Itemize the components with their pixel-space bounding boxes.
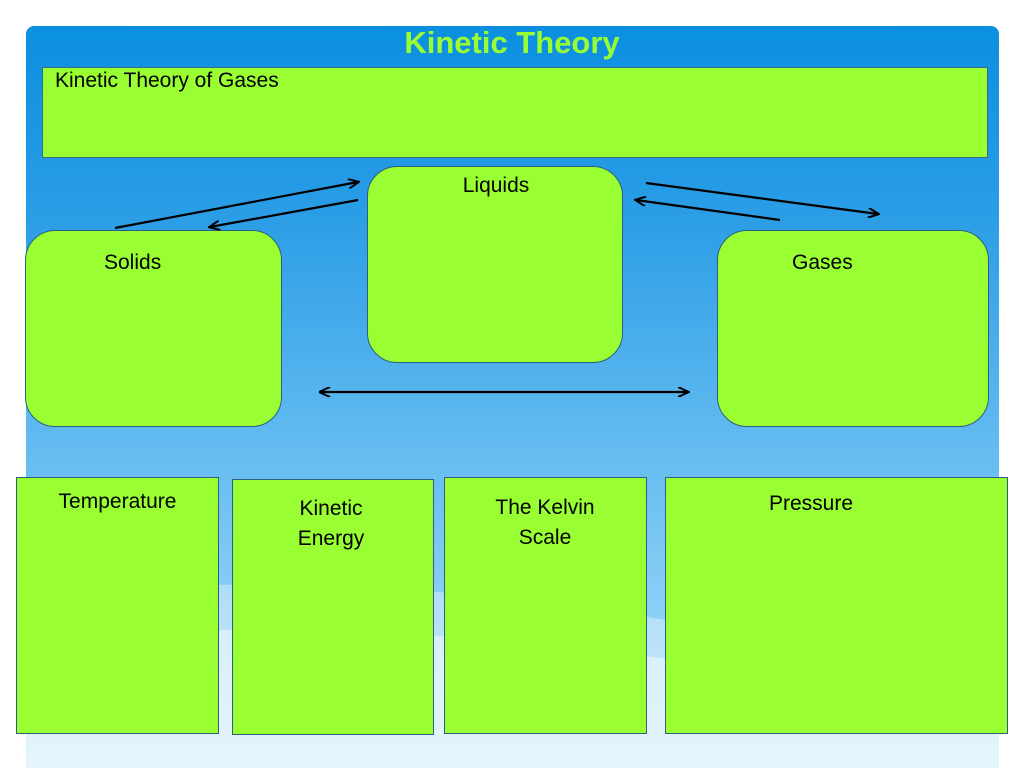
solids-box[interactable]: Solids <box>25 230 282 427</box>
kelvin-scale-label: The Kelvin Scale <box>495 496 595 549</box>
kinetic-energy-box[interactable]: Kinetic Energy <box>232 479 434 735</box>
liquids-box[interactable]: Liquids <box>367 166 623 363</box>
kelvin-scale-box[interactable]: The Kelvin Scale <box>444 477 647 734</box>
kinetic-energy-label: Kinetic Energy <box>297 497 365 550</box>
header-box-text: Kinetic Theory of Gases <box>55 69 279 92</box>
slide-title: Kinetic Theory <box>404 25 620 60</box>
gases-label: Gases <box>792 251 853 274</box>
pressure-box[interactable]: Pressure <box>665 477 1008 734</box>
solids-label: Solids <box>104 251 162 274</box>
liquids-label: Liquids <box>462 174 530 197</box>
header-text-box[interactable]: Kinetic Theory of Gases <box>42 67 988 158</box>
temperature-box[interactable]: Temperature <box>16 477 219 734</box>
temperature-label: Temperature <box>58 490 177 513</box>
pressure-label: Pressure <box>768 492 854 515</box>
gases-box[interactable]: Gases <box>717 230 989 427</box>
